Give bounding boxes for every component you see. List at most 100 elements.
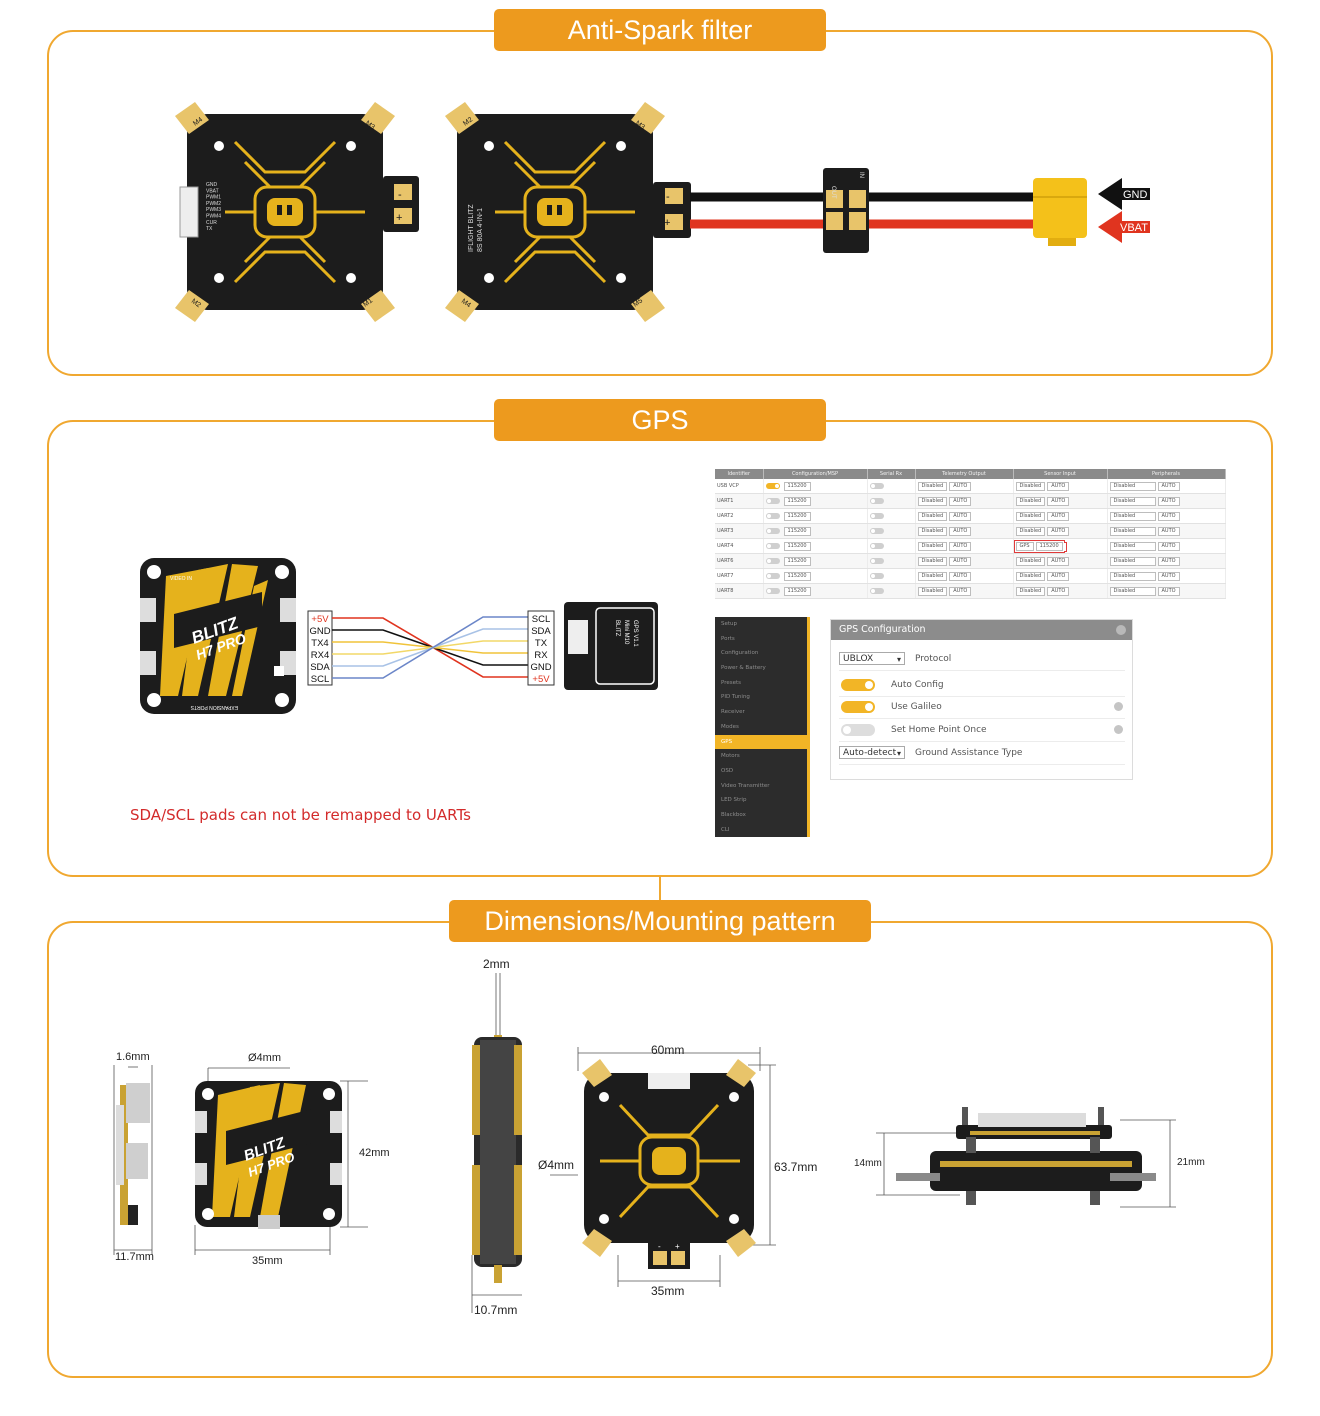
peripherals-baud-select[interactable]: AUTO [1157, 556, 1180, 566]
msp-toggle[interactable] [765, 543, 780, 549]
telemetry-baud-select[interactable]: AUTO [949, 496, 972, 506]
msp-baud-select[interactable]: 115200 [783, 586, 811, 596]
protocol-select[interactable]: UBLOX [839, 652, 905, 666]
telemetry-baud-select[interactable]: AUTO [949, 481, 972, 491]
sensor-baud-select[interactable]: AUTO [1047, 511, 1070, 521]
sidebar-item-led-strip[interactable]: LED Strip [721, 797, 747, 804]
msp-baud-select[interactable]: 115200 [783, 481, 811, 491]
peripherals-select[interactable]: Disabled [1109, 586, 1156, 596]
peripherals-baud-select[interactable]: AUTO [1157, 526, 1180, 536]
sidebar-item-setup[interactable]: Setup [721, 621, 738, 627]
sensor-select[interactable]: Disabled [1015, 481, 1046, 491]
msp-toggle[interactable] [765, 513, 780, 519]
msp-baud-select[interactable]: 115200 [783, 496, 811, 506]
sidebar-item-pid-tuning[interactable]: PID Tuning [721, 694, 750, 701]
peripherals-select[interactable]: Disabled [1109, 526, 1156, 536]
sensor-baud-select[interactable]: 115200 [1035, 541, 1063, 551]
esc-left-m3-label: M3 [364, 120, 376, 131]
sidebar-item-blackbox[interactable]: Blackbox [721, 811, 746, 818]
serial-rx-toggle[interactable] [869, 587, 884, 594]
msp-baud-select[interactable]: 115200 [783, 526, 811, 536]
peripherals-baud-select[interactable]: AUTO [1157, 541, 1180, 551]
sidebar-item-power-battery[interactable]: Power & Battery [721, 665, 766, 672]
sidebar-item-modes[interactable]: Modes [721, 723, 739, 730]
peripherals-baud-select[interactable]: AUTO [1157, 571, 1180, 581]
peripherals-select[interactable]: Disabled [1109, 481, 1156, 491]
msp-toggle[interactable] [765, 573, 780, 579]
sidebar-item-configuration[interactable]: Configuration [721, 650, 759, 657]
ports-column-header: Telemetry Output [915, 469, 1014, 479]
sensor-select[interactable]: Disabled [1015, 496, 1046, 506]
serial-rx-toggle[interactable] [869, 527, 884, 534]
auto-config-toggle[interactable] [841, 679, 875, 691]
help-icon[interactable] [1114, 702, 1123, 711]
peripherals-baud-select[interactable]: AUTO [1157, 496, 1180, 506]
telemetry-baud-select[interactable]: AUTO [949, 541, 972, 551]
sidebar-item-cli[interactable]: CLI [721, 826, 730, 833]
sidebar-item-receiver[interactable]: Receiver [721, 709, 745, 716]
telemetry-select[interactable]: Disabled [917, 571, 948, 581]
sensor-baud-select[interactable]: AUTO [1047, 481, 1070, 491]
peripherals-select[interactable]: Disabled [1109, 556, 1156, 566]
msp-baud-select[interactable]: 115200 [783, 556, 811, 566]
peripherals-select[interactable]: Disabled [1109, 541, 1156, 551]
sidebar-item-osd[interactable]: OSD [721, 767, 734, 774]
telemetry-baud-select[interactable]: AUTO [949, 571, 972, 581]
msp-baud-select[interactable]: 115200 [783, 541, 811, 551]
serial-rx-toggle[interactable] [869, 512, 884, 519]
serial-rx-toggle[interactable] [869, 482, 884, 489]
sidebar-item-motors[interactable]: Motors [721, 753, 740, 760]
telemetry-select[interactable]: Disabled [917, 496, 948, 506]
sidebar-item-gps[interactable]: GPS [715, 734, 807, 750]
peripherals-select[interactable]: Disabled [1109, 496, 1156, 506]
msp-toggle[interactable] [765, 588, 780, 594]
sensor-baud-select[interactable]: AUTO [1047, 496, 1070, 506]
peripherals-baud-select[interactable]: AUTO [1157, 511, 1180, 521]
sidebar-item-video-transmitter[interactable]: Video Transmitter [721, 782, 770, 789]
msp-toggle[interactable] [765, 498, 780, 504]
use-galileo-toggle[interactable] [841, 701, 875, 713]
telemetry-baud-select[interactable]: AUTO [949, 586, 972, 596]
sensor-select[interactable]: Disabled [1015, 526, 1046, 536]
telemetry-baud-select[interactable]: AUTO [949, 511, 972, 521]
set-home-toggle[interactable] [841, 724, 875, 736]
serial-rx-toggle[interactable] [869, 572, 884, 579]
telemetry-select[interactable]: Disabled [917, 481, 948, 491]
peripherals-select[interactable]: Disabled [1109, 511, 1156, 521]
msp-toggle[interactable] [765, 558, 780, 564]
telemetry-select[interactable]: Disabled [917, 541, 948, 551]
sensor-select[interactable]: Disabled [1015, 586, 1046, 596]
msp-toggle[interactable] [765, 483, 780, 489]
peripherals-baud-select[interactable]: AUTO [1157, 586, 1180, 596]
sidebar-item-presets[interactable]: Presets [721, 679, 742, 686]
sensor-select[interactable]: GPS [1015, 541, 1034, 551]
help-icon[interactable] [1114, 725, 1123, 734]
anti-spark-title: Anti-Spark filter [494, 9, 826, 51]
msp-baud-select[interactable]: 115200 [783, 571, 811, 581]
sensor-select[interactable]: Disabled [1015, 511, 1046, 521]
peripherals-baud-select[interactable]: AUTO [1157, 481, 1180, 491]
telemetry-select[interactable]: Disabled [917, 511, 948, 521]
sensor-baud-select[interactable]: AUTO [1047, 556, 1070, 566]
peripherals-select[interactable]: Disabled [1109, 571, 1156, 581]
ground-assist-select[interactable]: Auto-detect [839, 746, 905, 760]
msp-baud-select[interactable]: 115200 [783, 511, 811, 521]
help-icon[interactable] [1116, 625, 1126, 635]
sensor-baud-select[interactable]: AUTO [1047, 526, 1070, 536]
telemetry-select[interactable]: Disabled [917, 526, 948, 536]
serial-rx-toggle[interactable] [869, 497, 884, 504]
serial-rx-toggle[interactable] [869, 542, 884, 549]
telemetry-select[interactable]: Disabled [917, 556, 948, 566]
sensor-baud-select[interactable]: AUTO [1047, 586, 1070, 596]
sensor-select[interactable]: Disabled [1015, 571, 1046, 581]
serial-rx-toggle[interactable] [869, 557, 884, 564]
telemetry-baud-select[interactable]: AUTO [949, 526, 972, 536]
msp-toggle[interactable] [765, 528, 780, 534]
sensor-select[interactable]: Disabled [1015, 556, 1046, 566]
telemetry-select[interactable]: Disabled [917, 586, 948, 596]
sidebar-item-ports[interactable]: Ports [721, 635, 735, 642]
telemetry-baud-select[interactable]: AUTO [949, 556, 972, 566]
sensor-baud-select[interactable]: AUTO [1047, 571, 1070, 581]
esc-side-height-label: 10.7mm [474, 1303, 518, 1317]
